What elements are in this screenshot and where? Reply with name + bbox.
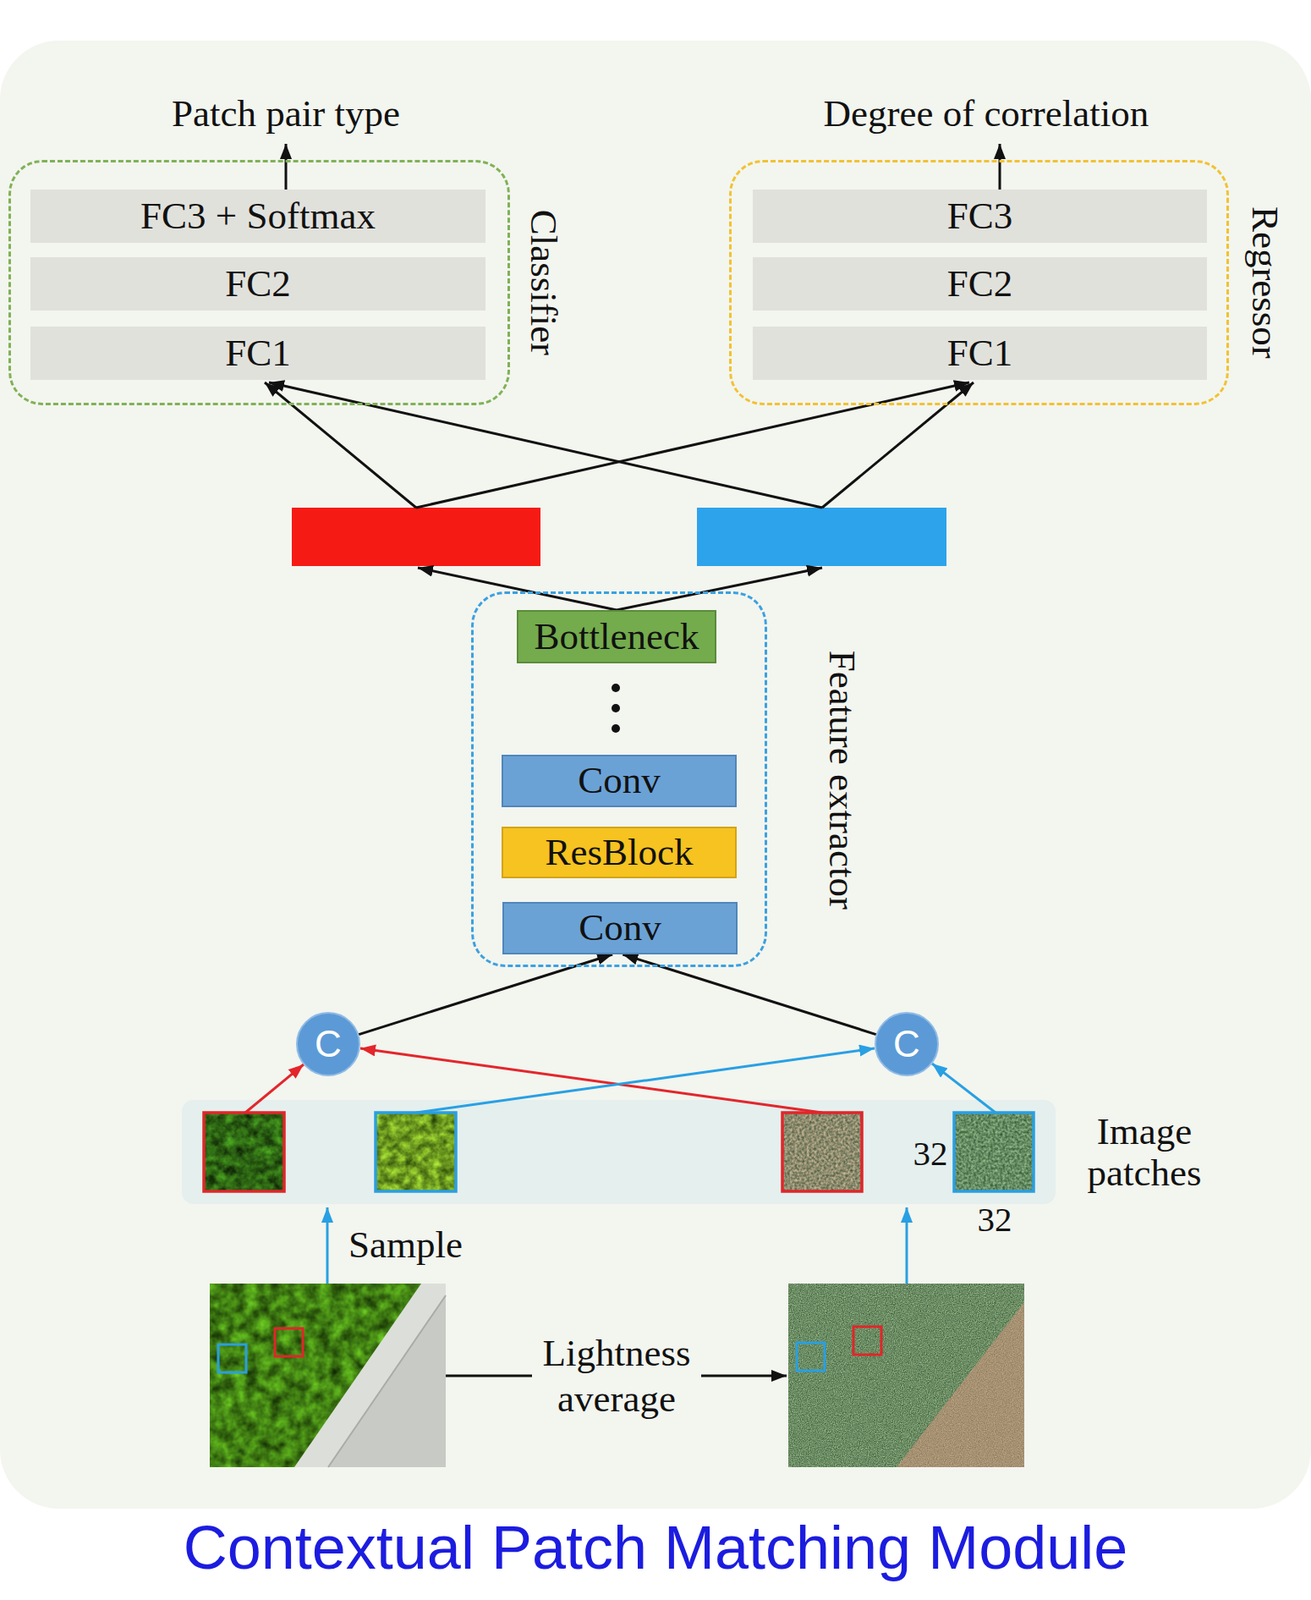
group-box: Feature extractorBottleneckConvResBlockC… [471, 591, 768, 967]
feature-arrow [416, 382, 970, 508]
group-box: RegressorFC3FC2FC1 [729, 159, 1229, 406]
image-patch [203, 1112, 285, 1191]
feature-arrow [264, 382, 417, 508]
layer-box: FC3 [752, 189, 1207, 243]
circle-shape [296, 1012, 360, 1076]
pavement [328, 1294, 446, 1467]
layer-label: FC1 [224, 331, 291, 376]
layer-label: FC2 [947, 262, 1014, 307]
patch-texture [782, 1112, 862, 1191]
dimension-label: 32 [913, 1133, 949, 1174]
group-heading: Feature extractor [819, 650, 864, 910]
layer-label: Bottleneck [534, 614, 700, 659]
layer-box: FC2 [752, 257, 1207, 311]
sample-square [853, 1326, 882, 1355]
circle-shape [875, 1012, 938, 1076]
patch-texture [375, 1112, 456, 1191]
ellipsis-dot [611, 724, 620, 733]
concat-circle: C [296, 1011, 361, 1076]
feature-bar [291, 507, 541, 566]
feature-bar [696, 507, 947, 566]
patch-border [782, 1112, 862, 1191]
curb-edge [328, 1294, 446, 1467]
image-patch [954, 1112, 1034, 1191]
layer-label: Conv [577, 758, 661, 803]
patch-border [375, 1112, 456, 1191]
layer-box: FC2 [30, 257, 486, 311]
patch-arrow [245, 1064, 304, 1113]
concat-circle: C [874, 1011, 939, 1076]
layer-label: C [314, 1025, 342, 1063]
sample-arrow [905, 1206, 909, 1284]
image-patch [375, 1112, 456, 1191]
layer-label: Conv [578, 905, 662, 950]
patch-arrow [932, 1063, 996, 1113]
layer-label: FC3 + Softmax [140, 194, 376, 239]
annotation-label: Patch pair type [171, 92, 401, 137]
sample-square [796, 1342, 825, 1371]
layer-box: FC3 + Softmax [30, 189, 486, 243]
feature-arrow [616, 567, 823, 610]
grass-noise-area [788, 1283, 1025, 1467]
layer-label: FC1 [947, 331, 1014, 376]
group-heading: Classifier [521, 209, 565, 356]
source-photo [209, 1283, 446, 1467]
layer-box: ResBlock [501, 826, 737, 878]
patch-texture [954, 1112, 1034, 1191]
annotation-label: Degree of correlation [823, 92, 1150, 137]
ellipsis-dot [611, 683, 620, 692]
patch-arrow [360, 1047, 823, 1113]
annotation-label: Lightness average [532, 1329, 702, 1421]
layer-box: Bottleneck [516, 609, 717, 664]
layer-label: ResBlock [545, 830, 694, 875]
layer-box: FC1 [30, 326, 486, 380]
annotation-label: Sample [348, 1223, 463, 1268]
feature-arrow [268, 382, 823, 508]
patch-band-ground [181, 1099, 1056, 1204]
output-arrow [285, 143, 288, 190]
feature-arrow [822, 382, 974, 508]
image-patch [782, 1112, 862, 1191]
figure-caption: Contextual Patch Matching Module [0, 1513, 1311, 1581]
ground-noise-area [896, 1301, 1025, 1467]
panel-ground [0, 40, 1311, 1509]
layer-box: Conv [502, 901, 738, 955]
sample-square [218, 1343, 247, 1372]
feature-arrow [417, 567, 617, 610]
group-box: ClassifierFC3 + SoftmaxFC2FC1 [8, 159, 511, 406]
sample-square [274, 1327, 303, 1356]
layer-box: FC1 [752, 326, 1207, 380]
group-heading: Image patches [1072, 1110, 1217, 1195]
averaged-photo [788, 1283, 1025, 1467]
curb-stone [294, 1283, 446, 1467]
ellipsis-dot [611, 703, 620, 713]
layer-box: Conv [501, 754, 737, 807]
patch-texture [203, 1112, 285, 1191]
layer-label: FC2 [224, 262, 291, 307]
grass-area [209, 1283, 446, 1467]
group-heading: Regressor [1242, 206, 1287, 359]
sample-arrow [326, 1206, 330, 1284]
patch-border [954, 1112, 1034, 1191]
dimension-label: 32 [977, 1199, 1013, 1240]
patch-border [203, 1112, 285, 1191]
layer-label: FC3 [947, 194, 1014, 239]
layer-label: C [893, 1025, 921, 1063]
patch-arrow [416, 1047, 875, 1113]
output-arrow [998, 143, 1002, 190]
